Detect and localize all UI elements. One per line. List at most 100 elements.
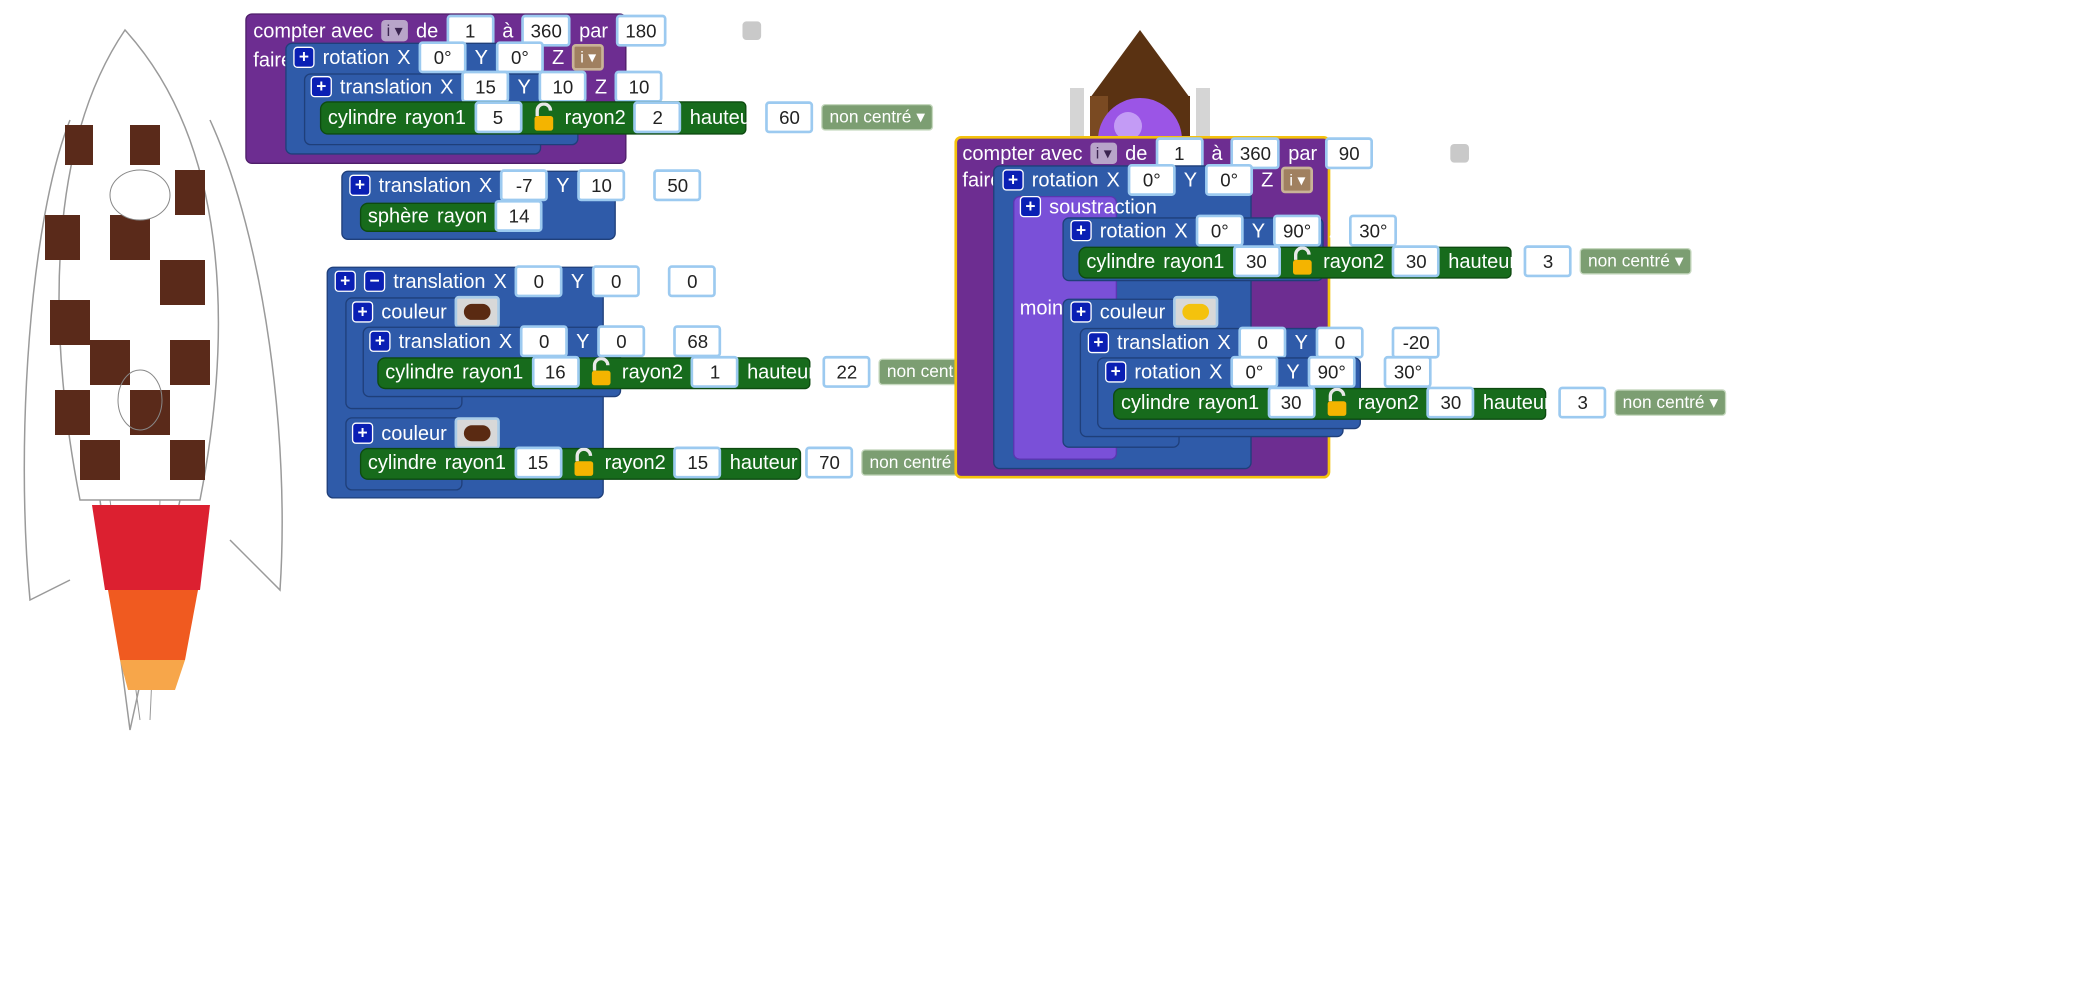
lock-icon[interactable] [530, 102, 557, 132]
r1-input[interactable]: 15 [513, 446, 562, 479]
rot-x-input[interactable]: 0° [1195, 214, 1244, 247]
lock-icon[interactable] [1323, 387, 1350, 417]
rotation-label: rotation [1099, 219, 1167, 242]
color-label: couleur [381, 421, 447, 445]
r2-input[interactable]: 30 [1426, 386, 1475, 419]
rotation-label: rotation [1031, 168, 1099, 192]
tr-y-input[interactable]: 0 [592, 265, 641, 298]
x-label: X [397, 45, 411, 69]
r1-input[interactable]: 30 [1267, 386, 1316, 419]
radius1-label: rayon1 [462, 360, 524, 384]
tr-z-input[interactable]: -20 [1392, 326, 1441, 359]
tr-y-input[interactable]: 10 [577, 169, 626, 202]
color-swatch-yellow[interactable] [1173, 295, 1219, 328]
expand-icon[interactable]: + [334, 270, 356, 292]
radius2-label: rayon2 [1357, 391, 1419, 414]
rot-y-input[interactable]: 0° [1205, 163, 1254, 196]
centering-dropdown[interactable]: non centré ▾ [1614, 389, 1727, 416]
to-input[interactable]: 360 [521, 14, 572, 47]
tr-y-input[interactable]: 0 [1316, 326, 1364, 359]
height-input[interactable]: 22 [822, 355, 871, 388]
by-input[interactable]: 180 [616, 14, 666, 47]
tr-z-input[interactable]: 0 [668, 265, 717, 298]
expand-icon[interactable]: + [1105, 361, 1127, 383]
y-label: Y [1183, 168, 1198, 192]
height-input[interactable]: 70 [805, 446, 854, 479]
translation-row: + translation X 15 Y 10 Z 10 [310, 69, 671, 104]
r1-input[interactable]: 5 [473, 101, 522, 134]
expand-icon[interactable]: + [1070, 301, 1092, 323]
from-label: de [416, 19, 439, 42]
rot-y-input[interactable]: 90° [1307, 355, 1356, 388]
radius1-label: rayon1 [1197, 391, 1260, 414]
var-i-dropdown[interactable]: i ▾ [1281, 166, 1314, 194]
rot-y-input[interactable]: 0° [495, 41, 544, 74]
translation-label: translation [398, 329, 491, 353]
by-label: par [579, 19, 609, 42]
r2-input[interactable]: 30 [1392, 245, 1441, 278]
cylinder-row: cylindre rayon1 30 rayon2 30 hauteur 3 n… [1121, 385, 1734, 420]
centering-dropdown[interactable]: non centré ▾ [821, 103, 933, 131]
expand-icon[interactable]: + [293, 46, 315, 68]
r1-input[interactable]: 30 [1232, 245, 1281, 278]
collapse-icon[interactable]: − [363, 270, 386, 292]
tr-x-input[interactable]: 15 [461, 70, 510, 103]
tr-x-input[interactable]: -7 [500, 169, 549, 202]
from-label: de [1125, 141, 1148, 165]
var-i-dropdown[interactable]: i ▾ [572, 43, 605, 71]
rot-y-input[interactable]: 90° [1273, 214, 1322, 247]
height-input[interactable]: 3 [1558, 386, 1607, 419]
expand-icon[interactable]: + [351, 422, 374, 444]
close-paren: ) [769, 19, 777, 42]
r1-input[interactable]: 16 [531, 355, 580, 388]
centering-dropdown[interactable]: non centré ▾ [1580, 247, 1692, 275]
expand-icon[interactable]: + [1002, 169, 1024, 191]
expand-icon[interactable]: + [369, 330, 391, 352]
y-label: Y [1294, 331, 1309, 354]
radius1-label: rayon1 [404, 105, 466, 129]
height-label: hauteur [729, 451, 798, 474]
r2-input[interactable]: 1 [691, 355, 740, 388]
rot-x-input[interactable]: 0° [1127, 163, 1176, 196]
var-i-dropdown[interactable]: i ▾ [1090, 142, 1118, 164]
by-input[interactable]: 90 [1325, 137, 1374, 170]
tr-z-input[interactable]: 50 [653, 169, 702, 202]
tr-y-input[interactable]: 10 [538, 70, 587, 103]
lock-icon[interactable] [570, 447, 597, 477]
cylinder-label: cylindre [1086, 249, 1156, 273]
translation-row: + − translation X 0 Y 0 Z 0 [334, 264, 725, 299]
for-label: compter avec [253, 19, 374, 42]
sphere-block[interactable] [359, 202, 504, 232]
shell-label: (coque [1381, 141, 1443, 165]
height-input[interactable]: 3 [1524, 245, 1573, 278]
expand-icon[interactable]: + [1019, 195, 1042, 218]
rot-z-input[interactable]: 30° [1349, 214, 1398, 247]
tr-z-input[interactable]: 68 [673, 325, 722, 358]
tr-z-input[interactable]: 10 [615, 70, 664, 103]
z-label: Z [1363, 360, 1376, 384]
lock-icon[interactable] [1288, 246, 1315, 276]
lock-icon[interactable] [587, 356, 614, 386]
rot-x-input[interactable]: 0° [1230, 355, 1279, 388]
expand-icon[interactable]: + [310, 75, 332, 98]
radius2-label: rayon2 [564, 105, 626, 129]
do-label: faire [253, 48, 293, 72]
var-i-dropdown[interactable]: i ▾ [381, 19, 409, 42]
expand-icon[interactable]: + [351, 301, 374, 323]
r2-input[interactable]: 15 [673, 446, 722, 479]
expand-icon[interactable]: + [1087, 331, 1110, 354]
rot-x-input[interactable]: 0° [418, 41, 467, 74]
r2-input[interactable]: 2 [633, 101, 682, 134]
expand-icon[interactable]: + [1070, 219, 1092, 242]
tr-y-input[interactable]: 0 [597, 325, 646, 358]
tr-x-input[interactable]: 0 [514, 265, 563, 298]
checkbox-icon[interactable] [1450, 143, 1470, 163]
sphere-radius-input[interactable]: 14 [495, 199, 544, 232]
checkbox-icon[interactable] [743, 21, 762, 40]
tr-x-input[interactable]: 0 [520, 325, 569, 358]
color-swatch-brown[interactable] [454, 417, 501, 450]
translation-row: + translation X 0 Y 0 Z -20 [1087, 325, 1448, 360]
height-input[interactable]: 60 [765, 101, 814, 134]
rot-z-input[interactable]: 30° [1383, 355, 1432, 388]
expand-icon[interactable]: + [349, 174, 371, 196]
